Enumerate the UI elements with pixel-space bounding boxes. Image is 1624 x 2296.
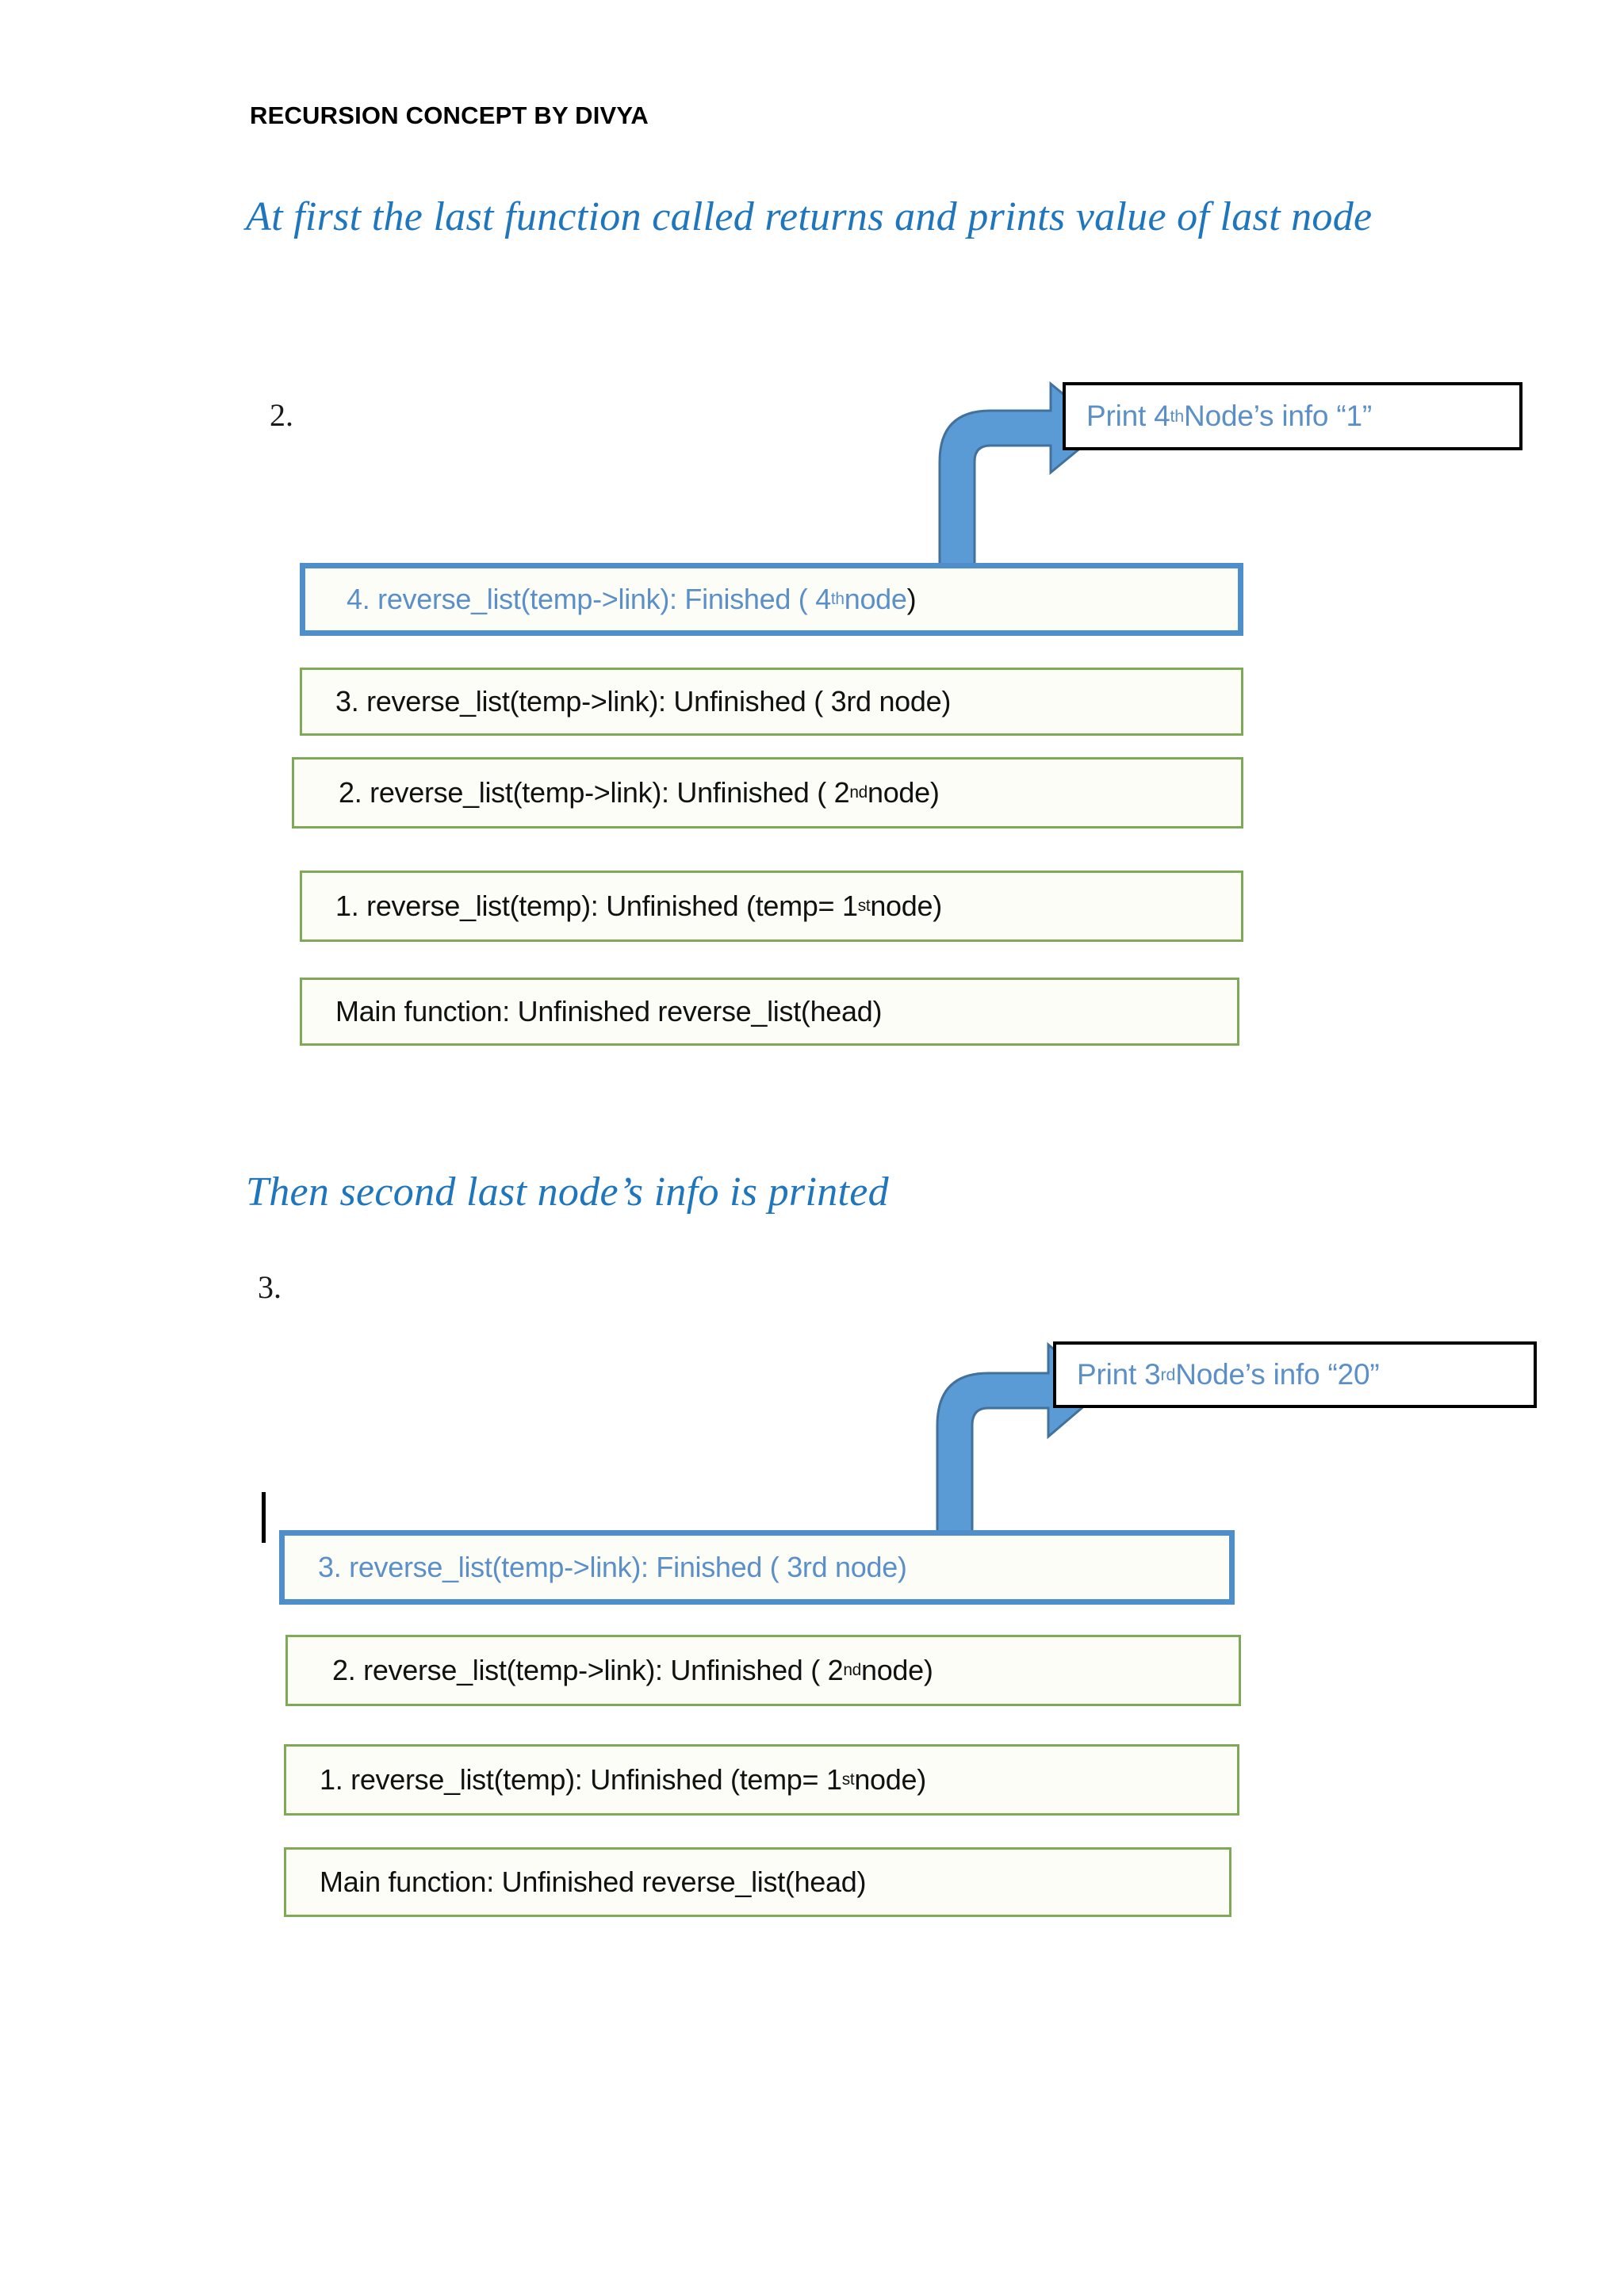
text-caret-icon	[262, 1492, 266, 1543]
stack-frame-main-function-b: Main function: Unfinished reverse_list(h…	[284, 1847, 1231, 1917]
callout-text-suffix-1: Node’s info “1”	[1184, 400, 1372, 432]
frame-text-suffix: node)	[867, 776, 940, 809]
stack-frame-unfinished-3rd: 3. reverse_list(temp->link): Unfinished …	[300, 668, 1243, 736]
callout-text-prefix-2: Print 3	[1077, 1358, 1161, 1391]
section-heading-2: Then second last node’s info is printed	[246, 1169, 889, 1215]
stack-frame-finished-4th: 4. reverse_list(temp->link): Finished ( …	[300, 563, 1243, 636]
frame-text-prefix: Main function: Unfinished reverse_list(h…	[320, 1866, 867, 1898]
frame-text-prefix: 2. reverse_list(temp->link): Unfinished …	[332, 1654, 844, 1686]
stack-frame-unfinished-2nd: 2. reverse_list(temp->link): Unfinished …	[292, 757, 1243, 828]
frame-text-prefix: 2. reverse_list(temp->link): Unfinished …	[339, 776, 850, 809]
stack-frame-main-function: Main function: Unfinished reverse_list(h…	[300, 978, 1239, 1046]
frame-text-suffix: node	[844, 583, 907, 615]
stack-frame-unfinished-1st: 1. reverse_list(temp): Unfinished (temp=…	[300, 871, 1243, 942]
document-header: RECURSION CONCEPT BY DIVYA	[250, 101, 649, 129]
frame-text-prefix: 3. reverse_list(temp->link): Unfinished …	[335, 685, 952, 718]
stack-frame-unfinished-1st-b: 1. reverse_list(temp): Unfinished (temp=…	[284, 1744, 1239, 1816]
frame-text-prefix: 4. reverse_list(temp->link): Finished ( …	[347, 583, 831, 615]
section-heading-1: At first the last function called return…	[246, 194, 1373, 239]
callout-text-suffix-2: Node’s info “20”	[1175, 1358, 1380, 1391]
stack-frame-finished-3rd: 3. reverse_list(temp->link): Finished ( …	[279, 1530, 1235, 1605]
frame-text-prefix: Main function: Unfinished reverse_list(h…	[335, 995, 883, 1027]
callout-text-prefix-1: Print 4	[1086, 400, 1170, 432]
list-number-2: 2.	[270, 397, 293, 433]
list-number-3: 3.	[258, 1269, 282, 1305]
stack-frame-unfinished-2nd-b: 2. reverse_list(temp->link): Unfinished …	[285, 1635, 1241, 1706]
frame-text-prefix: 1. reverse_list(temp): Unfinished (temp=…	[335, 890, 858, 922]
frame-text-prefix: 1. reverse_list(temp): Unfinished (temp=…	[320, 1763, 842, 1796]
frame-text-prefix: 3. reverse_list(temp->link): Finished ( …	[318, 1551, 907, 1583]
frame-text-tail: )	[906, 583, 917, 615]
frame-text-suffix: node)	[854, 1763, 926, 1796]
frame-text-suffix: node)	[870, 890, 942, 922]
frame-text-suffix: node)	[860, 1654, 933, 1686]
